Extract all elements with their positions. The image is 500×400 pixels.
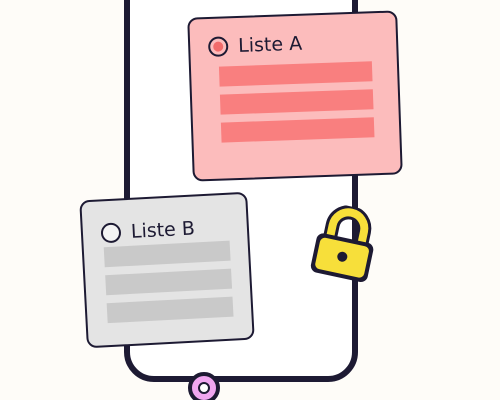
list-a-item-bar	[218, 61, 373, 87]
list-b-item-bar	[105, 268, 233, 296]
list-b-item-bar	[103, 240, 231, 268]
list-b-radio[interactable]	[100, 222, 122, 244]
list-card-b-header: Liste B	[100, 217, 196, 244]
list-a-item-bar	[219, 89, 374, 115]
home-indicator-icon[interactable]	[186, 370, 222, 400]
list-card-a-header: Liste A	[207, 32, 303, 57]
lock-icon	[310, 205, 374, 282]
list-card-a[interactable]: Liste A	[187, 10, 403, 182]
list-b-item-bar	[106, 296, 234, 324]
list-card-b[interactable]: Liste B	[79, 191, 255, 349]
list-a-title: Liste A	[237, 32, 303, 57]
list-a-radio-selected[interactable]	[207, 36, 229, 57]
list-b-title: Liste B	[130, 217, 196, 243]
list-a-item-bar	[220, 117, 375, 143]
